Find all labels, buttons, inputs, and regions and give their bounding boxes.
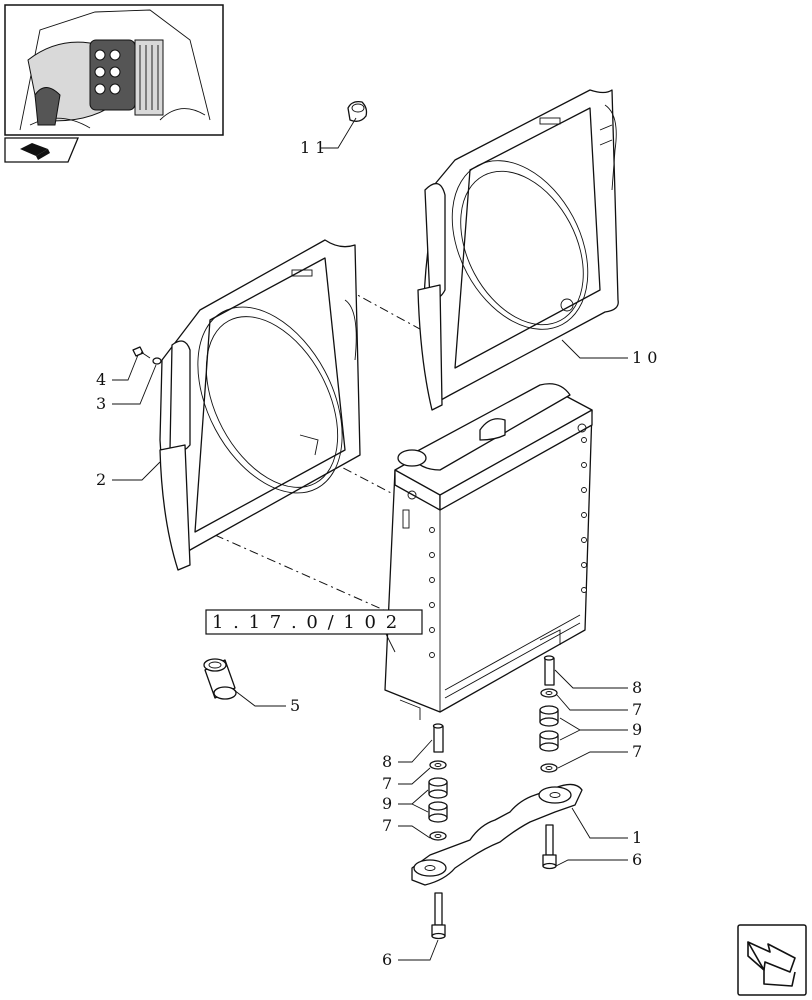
callout-7-right-bottom: 7 <box>632 742 642 761</box>
grommet-part-5 <box>203 658 237 700</box>
bolt-part-6-right <box>542 824 557 870</box>
leader-lines <box>112 117 628 961</box>
callout-2: 2 <box>96 470 106 489</box>
radiator-assembly <box>384 383 593 720</box>
reference-box[interactable]: 1 . 1 7 . 0 / 1 0 2 <box>205 609 423 635</box>
mount-stack-left <box>428 723 448 841</box>
callout-7-left-bottom: 7 <box>382 816 392 835</box>
callout-5: 5 <box>290 696 300 715</box>
callout-4: 4 <box>96 370 106 389</box>
washer-part-3 <box>152 357 162 365</box>
fan-shroud-rear <box>417 89 619 411</box>
callout-11: 1 1 <box>300 138 325 157</box>
next-page-arrow-icon[interactable] <box>737 924 807 996</box>
callout-8-left: 8 <box>382 752 392 771</box>
mount-stack-right <box>539 655 559 773</box>
reference-label: 1 . 1 7 . 0 / 1 0 2 <box>212 612 399 633</box>
callout-6-left: 6 <box>382 950 392 969</box>
callout-9-left: 9 <box>382 794 392 813</box>
callout-1: 1 <box>632 828 642 847</box>
tractor-engine-thumbnail-icon[interactable] <box>4 4 224 136</box>
callout-7-left-top: 7 <box>382 774 392 793</box>
callout-9-right: 9 <box>632 720 642 739</box>
grommet-part-11 <box>347 100 368 122</box>
section-book-icon[interactable] <box>4 137 79 163</box>
callout-10: 1 0 <box>632 348 657 367</box>
fan-shroud-front <box>159 239 361 571</box>
callout-7-right-top: 7 <box>632 700 642 719</box>
bolt-part-4 <box>132 346 151 359</box>
callouts: 1 1 1 0 4 3 2 5 8 7 9 7 1 6 8 7 9 7 6 <box>96 138 657 969</box>
callout-3: 3 <box>96 394 106 413</box>
callout-8-right: 8 <box>632 678 642 697</box>
support-bracket-part-1 <box>411 783 583 886</box>
bolt-part-6-left <box>431 892 446 940</box>
callout-6-right: 6 <box>632 850 642 869</box>
